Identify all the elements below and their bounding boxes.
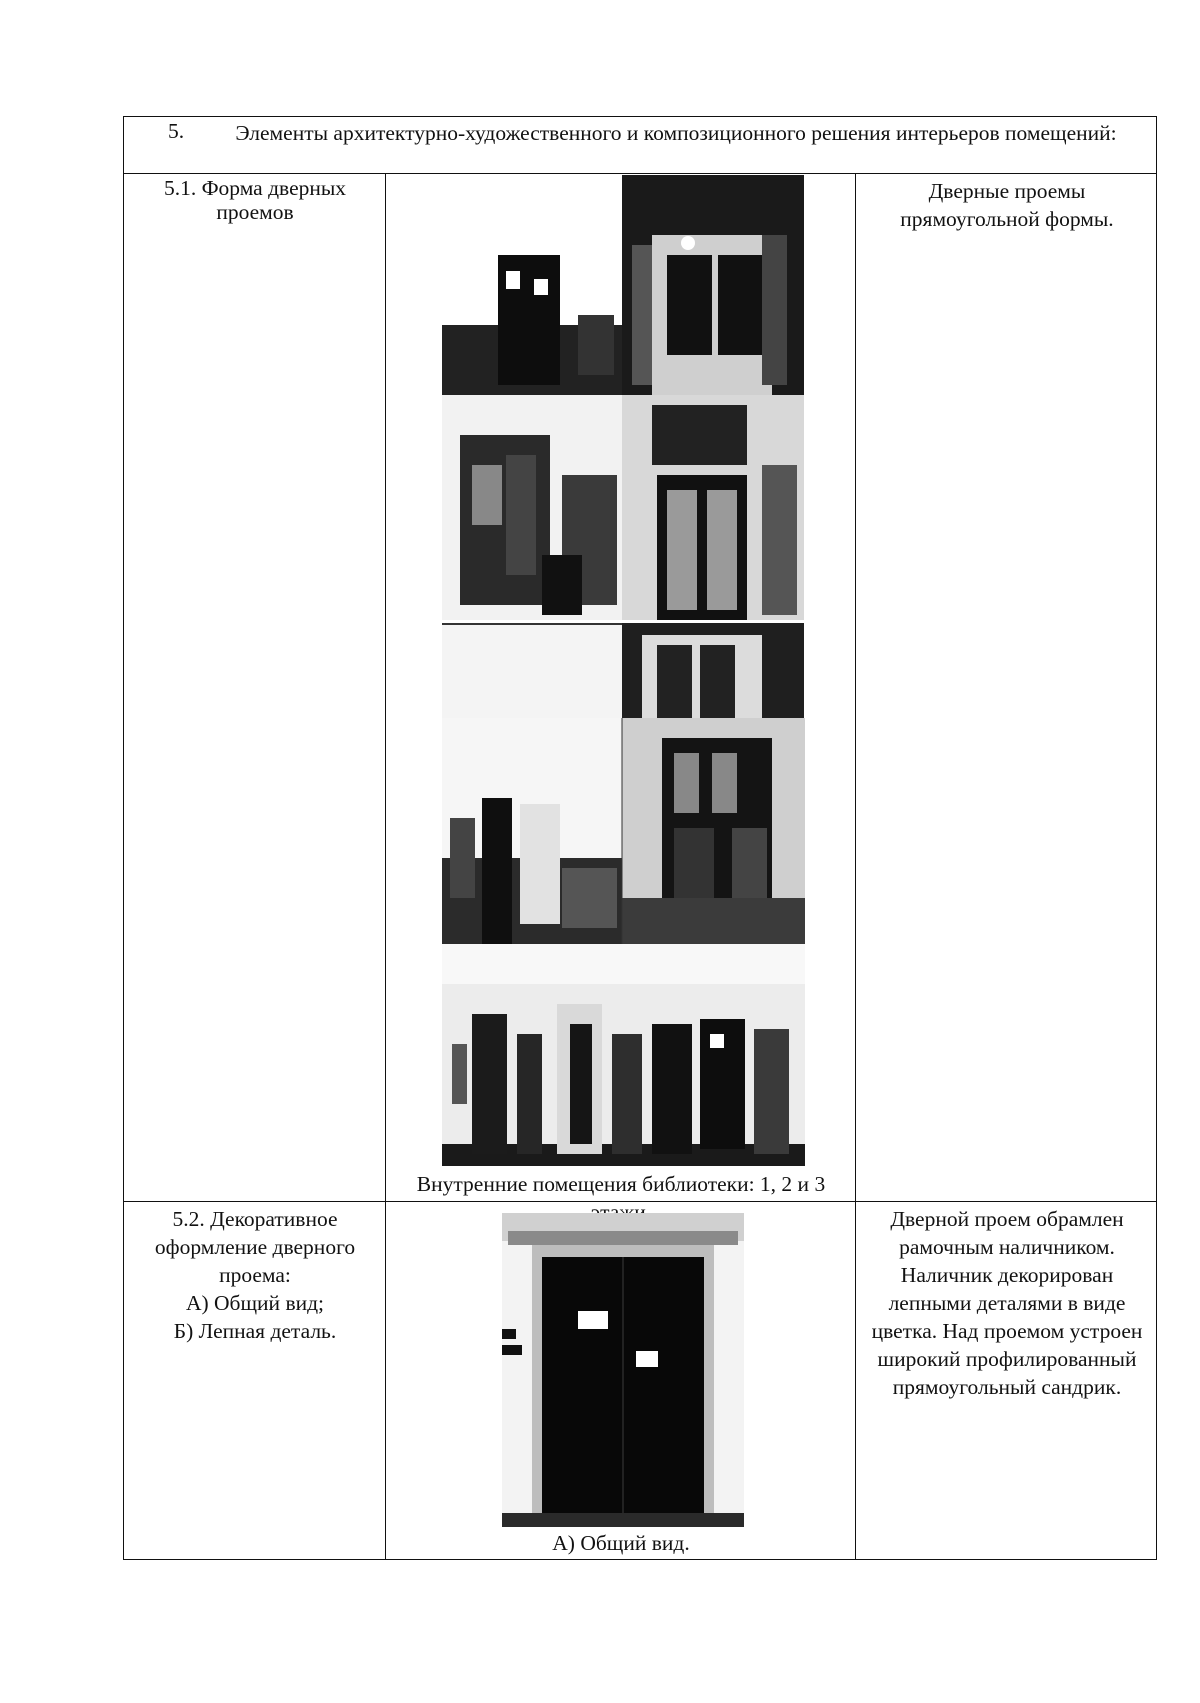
interior-photo-collage-top — [442, 175, 805, 718]
header-divider — [124, 173, 1156, 174]
interior-photo-collage-middle — [442, 718, 805, 944]
label-line: А) Общий вид; — [185, 1291, 325, 1315]
row-label-5-2: 5.2. Декоративное оформление дверного пр… — [130, 1205, 380, 1345]
doorway-photos-image — [442, 175, 805, 718]
section-title: Элементы архитектурно-художественного и … — [235, 121, 1117, 145]
label-line: проема: — [219, 1263, 291, 1287]
column-divider-2 — [855, 173, 856, 1559]
column-divider-1 — [385, 173, 386, 1559]
label-line: 5.2. Декоративное — [172, 1207, 338, 1231]
photo-caption-5-2: А) Общий вид. — [552, 1531, 690, 1555]
label-line: оформление дверного — [154, 1235, 356, 1259]
row-divider — [124, 1201, 1156, 1202]
doorway-photos-image — [442, 718, 805, 944]
row-description-5-1: Дверные проемы прямоугольной формы. — [900, 179, 1114, 231]
label-line: Б) Лепная деталь. — [173, 1319, 337, 1343]
doorway-photos-image — [442, 944, 805, 1166]
door-general-view-photo — [502, 1213, 744, 1527]
door-photo-image — [502, 1213, 744, 1527]
interior-photo-collage-bottom — [442, 944, 805, 1166]
section-number: 5. — [168, 119, 185, 143]
row-description-5-2: Дверной проем обрамлен рамочным наличник… — [871, 1207, 1143, 1399]
architectural-elements-table: 5. Элементы архитектурно-художественного… — [123, 116, 1157, 1560]
row-label-5-1: 5.1. Форма дверных проемов — [163, 176, 347, 224]
